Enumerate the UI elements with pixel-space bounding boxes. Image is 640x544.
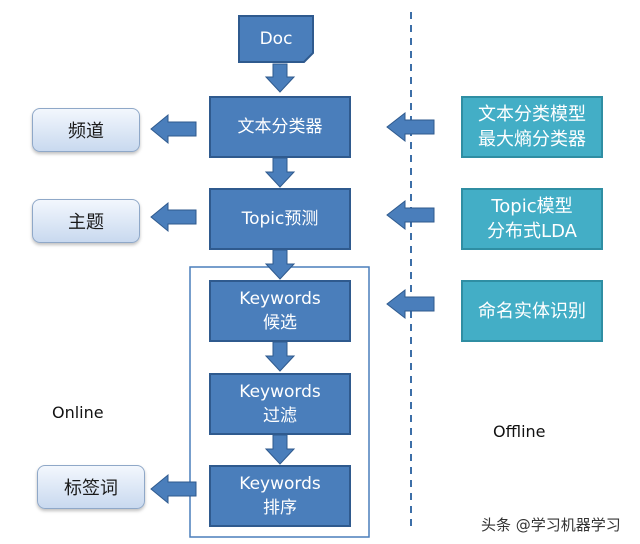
keywords-candidate-line2: 候选 [263, 313, 297, 333]
keywords-rank-line1: Keywords [239, 474, 321, 494]
keywords-rank-line2: 排序 [263, 498, 297, 518]
arrow-filter-to-rank [264, 434, 296, 465]
offline-label: Offline [493, 422, 546, 441]
keywords-filter-box: Keywords 过滤 [209, 373, 351, 435]
tag-words-label: 标签词 [64, 478, 118, 499]
topic-model-line1: Topic模型 [491, 196, 573, 217]
keywords-filter-line1: Keywords [239, 382, 321, 402]
arrow-from-classifier-model [386, 111, 435, 143]
arrow-from-topic-model [386, 199, 435, 231]
tag-words-output-box: 标签词 [37, 465, 145, 509]
ner-box: 命名实体识别 [461, 280, 603, 342]
channel-output-box: 频道 [32, 108, 140, 152]
classifier-model-line1: 文本分类模型 [478, 104, 586, 125]
doc-node: Doc [239, 16, 313, 62]
arrow-to-topic [150, 201, 197, 233]
arrow-topic-to-candidate [264, 249, 296, 280]
classifier-model-box: 文本分类模型 最大熵分类器 [461, 96, 603, 158]
topic-model-line2: 分布式LDA [487, 221, 577, 242]
doc-shape [238, 15, 314, 63]
keywords-rank-box: Keywords 排序 [209, 465, 351, 527]
ner-label: 命名实体识别 [478, 300, 586, 322]
arrow-candidate-to-filter [264, 341, 296, 372]
keywords-candidate-box: Keywords 候选 [209, 280, 351, 342]
topic-model-box: Topic模型 分布式LDA [461, 188, 603, 250]
keywords-filter-line2: 过滤 [263, 406, 297, 426]
watermark: 头条 @学习机器学习 [481, 516, 621, 534]
topic-predict-label: Topic预测 [241, 209, 319, 229]
doc-label: Doc [259, 29, 293, 49]
arrow-doc-to-classifier [264, 63, 296, 93]
arrow-classifier-to-topic [264, 157, 296, 188]
arrow-to-channel [150, 113, 197, 145]
keywords-candidate-line1: Keywords [239, 289, 321, 309]
topic-predict-box: Topic预测 [209, 188, 351, 250]
text-classifier-label: 文本分类器 [237, 117, 323, 137]
topic-output-box: 主题 [32, 199, 140, 243]
arrow-from-ner [386, 288, 435, 320]
classifier-model-line2: 最大熵分类器 [478, 129, 586, 150]
channel-label: 频道 [68, 121, 104, 142]
arrow-to-tag-words [150, 473, 197, 505]
online-label: Online [52, 403, 104, 422]
text-classifier-box: 文本分类器 [209, 96, 351, 158]
topic-output-label: 主题 [68, 212, 104, 233]
